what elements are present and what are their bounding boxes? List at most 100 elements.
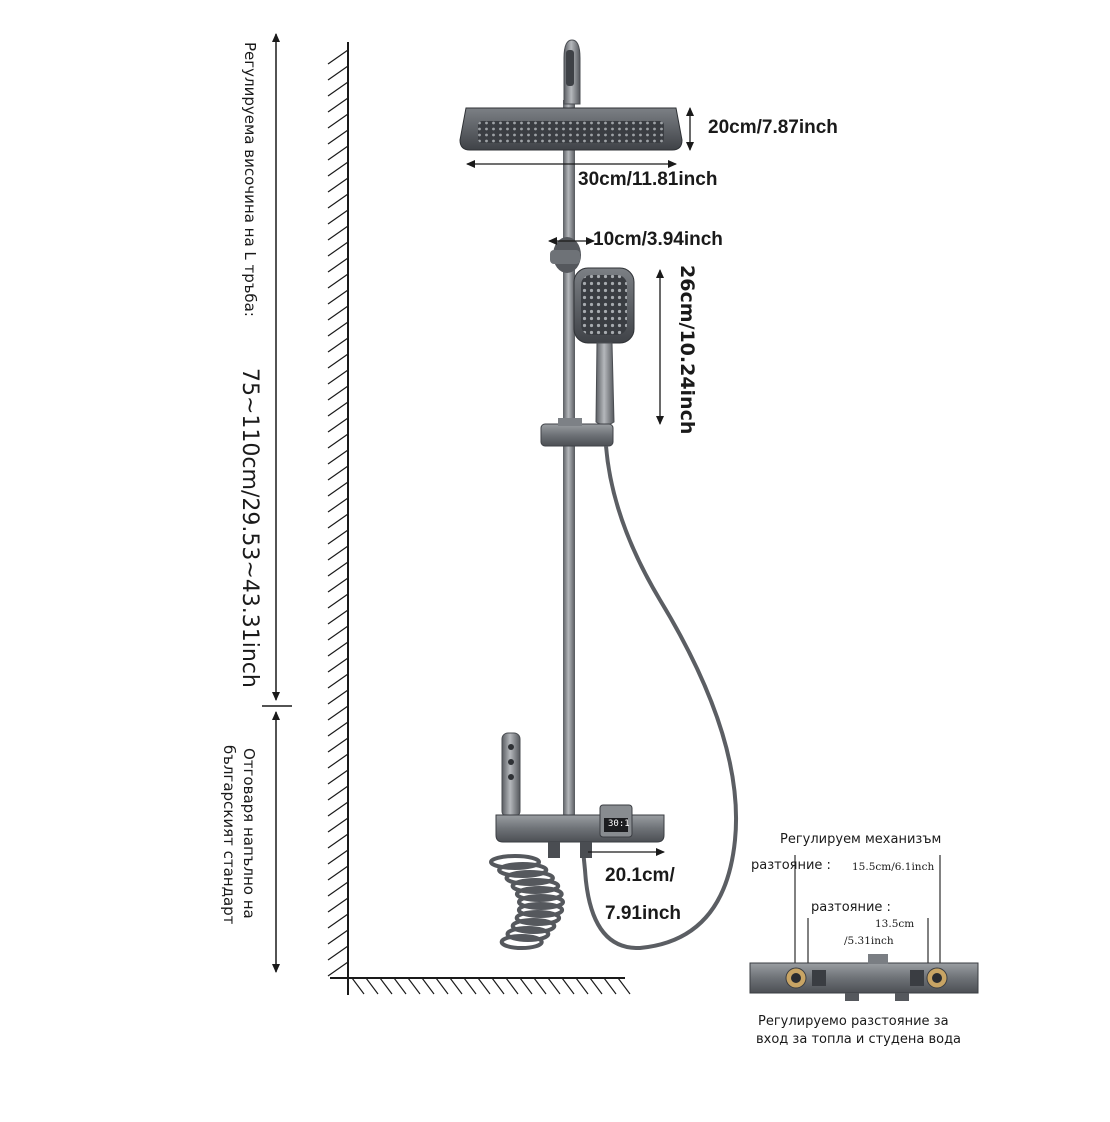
wall-hatch-line (327, 97, 349, 113)
spout-length-label-line1: 20.1cm/ (605, 865, 675, 886)
wall-hatch-line (327, 433, 349, 449)
mechanism-title: Регулируем механизъм (780, 832, 942, 847)
wall-hatch-line (327, 465, 349, 481)
wall-hatch-line (327, 225, 349, 241)
floor-hatch-line (421, 977, 435, 995)
coil-loop (499, 934, 544, 950)
height-dimension-line (262, 33, 292, 973)
wall-hatch-line (327, 721, 349, 737)
wall-hatch-line (327, 913, 349, 929)
inlet-caption-line2: вход за топла и студена вода (756, 1032, 962, 1047)
coil-loop (517, 894, 565, 910)
wall-hatch-line (327, 513, 349, 529)
wall-hatch-line (327, 785, 349, 801)
standard-line2: българският стандарт (220, 745, 238, 925)
wall-hatch-line (327, 753, 349, 769)
wall-hatch-line (327, 305, 349, 321)
wall-hatch-line (327, 321, 349, 337)
shower-rod (563, 39, 581, 830)
floor-hatch-line (365, 977, 379, 995)
wall-hatch-line (327, 81, 349, 97)
wall-hatch-line (327, 417, 349, 433)
wall (327, 42, 349, 995)
wall-hatch-line (327, 817, 349, 833)
wall-hatch-line (327, 609, 349, 625)
wall-hatch-line (327, 705, 349, 721)
temperature-display: 30:1 (608, 819, 630, 829)
wall-hatch-line (327, 241, 349, 257)
coil-loop (504, 870, 555, 886)
handheld-width-label: 10cm/3.94inch (593, 229, 723, 250)
wall-hatch-line (327, 769, 349, 785)
wall-hatch-line (327, 737, 349, 753)
wall-hatch-line (327, 449, 349, 465)
distance-value-2-line2: /5.31inch (844, 935, 894, 947)
floor-hatch-line (505, 977, 519, 995)
wall-hatch-line (327, 641, 349, 657)
wall-hatch-line (327, 545, 349, 561)
wall-hatch-line (327, 369, 349, 385)
wall-hatch-line (327, 881, 349, 897)
head-width-label: 30cm/11.81inch (578, 169, 718, 190)
coil-loop (505, 926, 551, 942)
wall-hatch-line (327, 113, 349, 129)
wall-hatch-line (327, 337, 349, 353)
floor-hatch-line (617, 977, 631, 995)
wall-hatch-line (327, 529, 349, 545)
floor-hatch-line (477, 977, 491, 995)
wall-hatch-line (327, 801, 349, 817)
floor-hatch-line (435, 977, 449, 995)
wall-hatch-line (327, 49, 349, 65)
coil-loop (489, 854, 541, 870)
wall-hatch-line (327, 577, 349, 593)
wall-hatch-line (327, 673, 349, 689)
distance-label-1: разтояние : (751, 858, 831, 873)
floor-hatch-line (351, 977, 365, 995)
wall-hatch-line (327, 289, 349, 305)
wall-hatch-line (327, 593, 349, 609)
wall-hatch-line (327, 689, 349, 705)
floor-hatch-line (575, 977, 589, 995)
floor-hatch-line (533, 977, 547, 995)
mixer-box (495, 804, 665, 858)
floor-hatch-line (449, 977, 463, 995)
floor-hatch-line (547, 977, 561, 995)
wall-hatch-line (327, 865, 349, 881)
inlet-module-inset (749, 855, 979, 1001)
wall-hatch-line (327, 401, 349, 417)
wall-hatch-line (327, 161, 349, 177)
spout-length-label-line2: 7.91inch (605, 903, 682, 924)
distance-value-1: 15.5cm/6.1inch (852, 861, 935, 873)
coil-loop (514, 910, 562, 926)
wall-hatch-line (327, 353, 349, 369)
wall-hatch-line (327, 849, 349, 865)
height-title: Регулируема височина на L тръба: (241, 42, 259, 317)
wall-hatch-line (327, 481, 349, 497)
floor-hatch-line (603, 977, 617, 995)
height-range: 75~110cm/29.53~43.31inch (237, 368, 262, 688)
handheld-shower (573, 267, 635, 426)
floor-hatch-line (589, 977, 603, 995)
wall-hatch-line (327, 833, 349, 849)
handheld-length-label: 26cm/10.24inch (676, 265, 698, 435)
floor (330, 977, 631, 995)
wall-hatch-line (327, 657, 349, 673)
coil-loop (510, 918, 557, 934)
wall-hatch-line (327, 65, 349, 81)
rain-shower-head (459, 107, 683, 151)
floor-hatch-line (393, 977, 407, 995)
distance-value-2-line1: 13.5cm (875, 918, 915, 930)
coil-loop (516, 902, 565, 918)
wall-hatch-line (327, 945, 349, 961)
inlet-caption-line1: Регулируемо разстояние за (758, 1014, 949, 1029)
floor-hatch-line (491, 977, 505, 995)
wall-hatch-line (327, 385, 349, 401)
floor-hatch-line (407, 977, 421, 995)
floor-hatch-line (463, 977, 477, 995)
sliding-holder (540, 418, 614, 447)
shower-hose (581, 445, 739, 951)
wall-hatch-line (327, 145, 349, 161)
coil-loop (497, 862, 549, 878)
wall-hatch-line (327, 129, 349, 145)
